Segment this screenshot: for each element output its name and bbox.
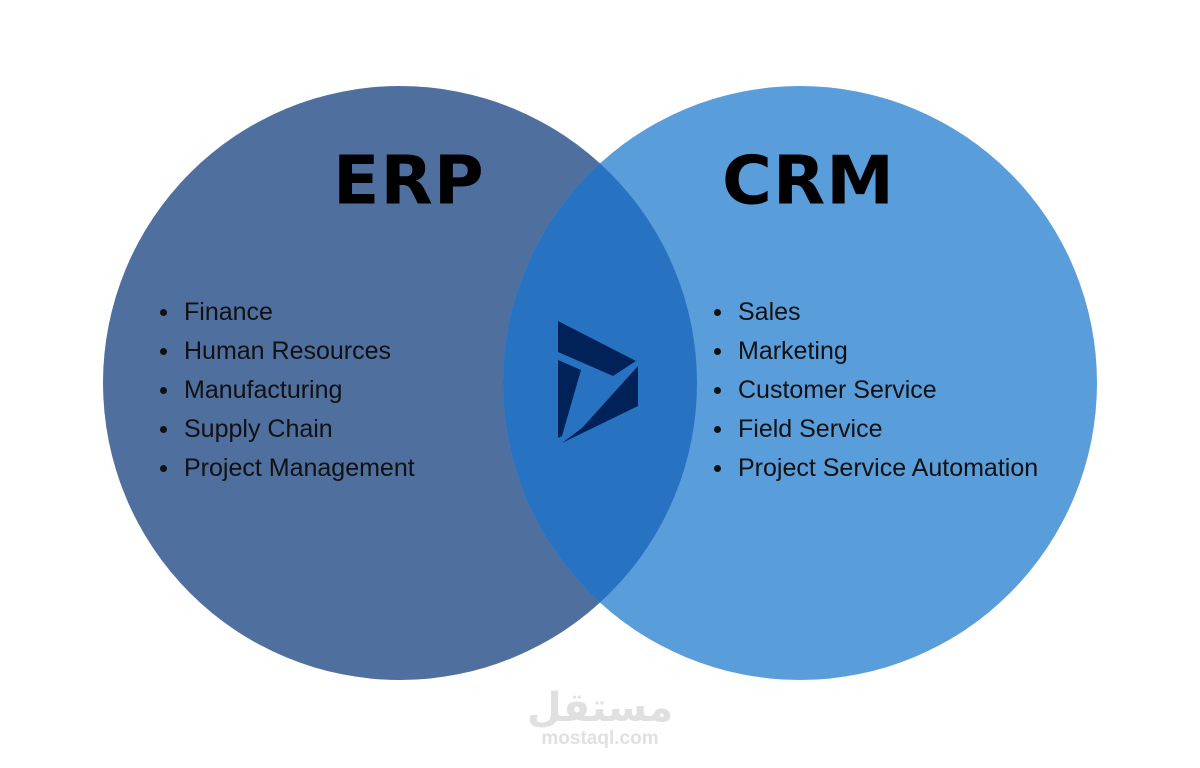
crm-item: Marketing — [714, 332, 1038, 371]
crm-item: Customer Service — [714, 371, 1038, 410]
dynamics-logo-icon — [558, 321, 638, 443]
crm-item: Sales — [714, 293, 1038, 332]
erp-item: Human Resources — [160, 332, 415, 371]
watermark: مستقل mostaql.com — [500, 688, 700, 750]
erp-item-list: Finance Human Resources Manufacturing Su… — [160, 293, 415, 488]
crm-item: Field Service — [714, 410, 1038, 449]
erp-title: ERP — [333, 142, 485, 221]
watermark-latin: mostaql.com — [541, 728, 659, 749]
crm-item: Project Service Automation — [714, 449, 1038, 488]
erp-item: Manufacturing — [160, 371, 415, 410]
crm-item-list: Sales Marketing Customer Service Field S… — [714, 293, 1038, 488]
overlap-region — [503, 86, 697, 680]
watermark-arabic: مستقل — [526, 685, 674, 731]
crm-title: CRM — [722, 142, 895, 221]
erp-item: Supply Chain — [160, 410, 415, 449]
erp-item: Finance — [160, 293, 415, 332]
erp-item: Project Management — [160, 449, 415, 488]
